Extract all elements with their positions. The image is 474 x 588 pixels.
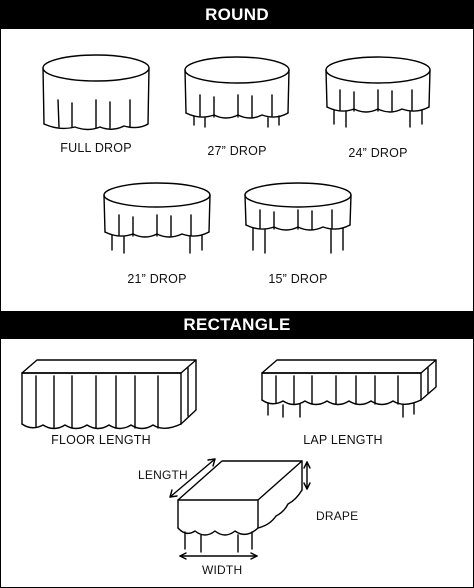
rect-table-dimension-diagram — [170, 459, 310, 559]
drop-21-label: 21” DROP — [127, 272, 187, 286]
drop-27-label: 27” DROP — [207, 144, 267, 158]
drop-15-label: 15” DROP — [268, 272, 328, 286]
round-table-21-drop-illustration — [104, 183, 210, 253]
round-table-15-drop-illustration — [245, 183, 351, 253]
round-section-header: ROUND — [0, 1, 474, 29]
width-dimension-label: WIDTH — [202, 563, 243, 577]
round-table-24-drop-illustration — [326, 57, 430, 127]
rect-table-floor-length-illustration — [22, 360, 196, 429]
drop-24-label: 24” DROP — [348, 146, 408, 160]
rect-table-lap-length-illustration — [262, 360, 436, 417]
lap-length-label: LAP LENGTH — [303, 433, 383, 447]
full-drop-label: FULL DROP — [60, 141, 132, 155]
round-table-27-drop-illustration — [185, 57, 289, 127]
rectangle-section-header: RECTANGLE — [0, 311, 474, 339]
round-table-full-drop-illustration — [43, 55, 149, 130]
length-dimension-label: LENGTH — [138, 468, 188, 482]
floor-length-label: FLOOR LENGTH — [51, 433, 151, 447]
drape-dimension-label: DRAPE — [316, 509, 359, 523]
